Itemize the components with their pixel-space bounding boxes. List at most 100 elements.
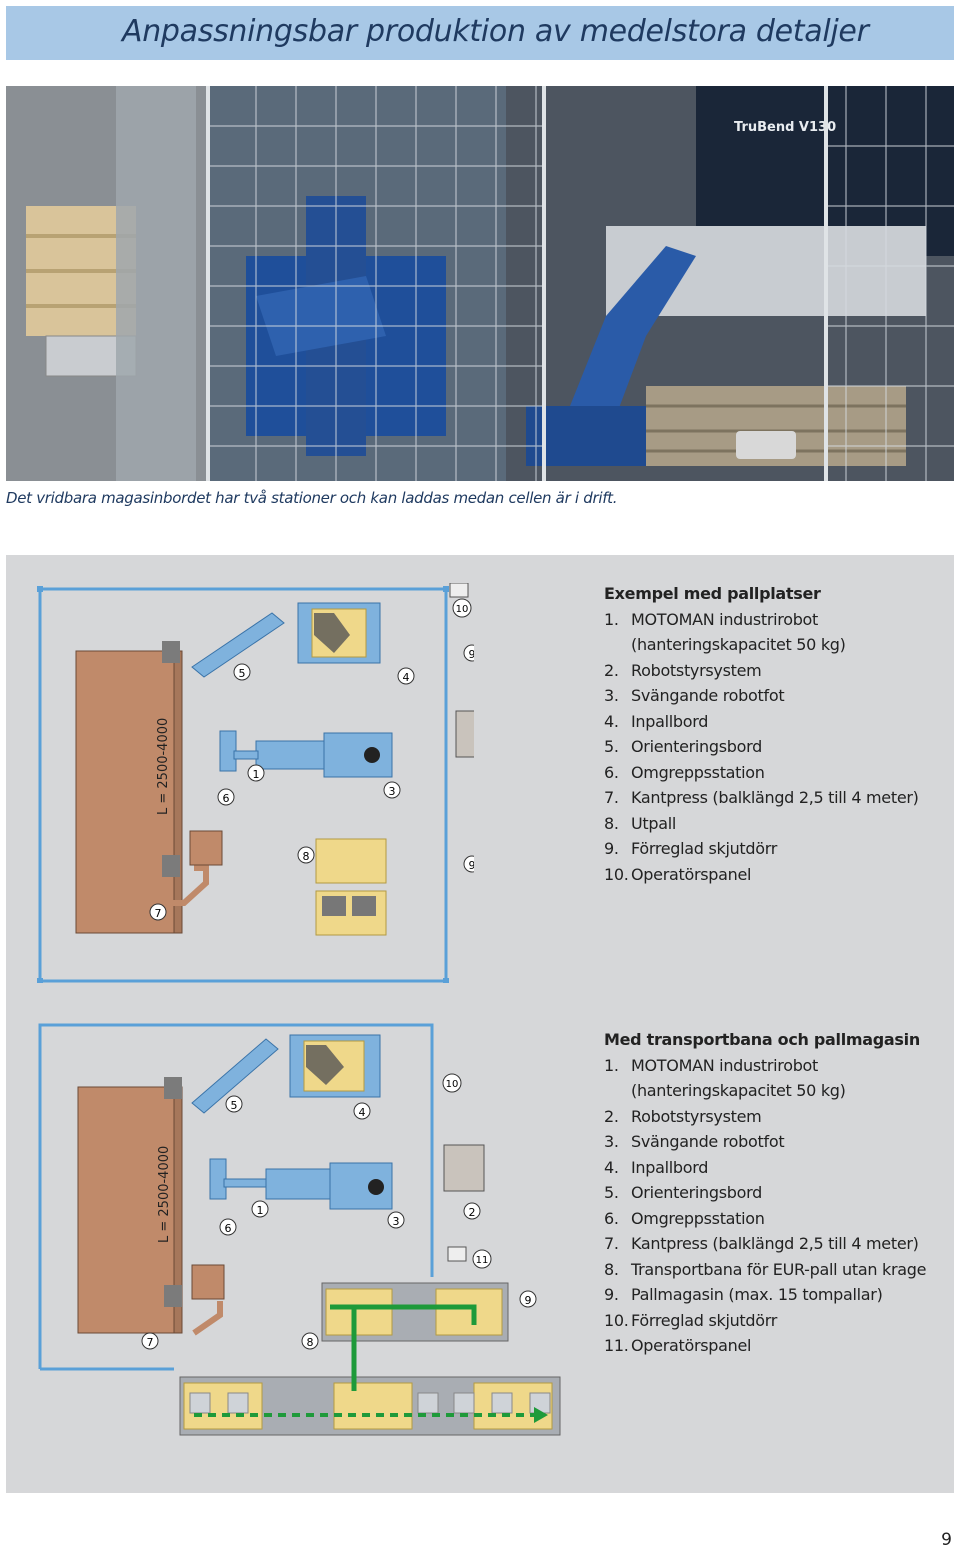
svg-text:7: 7 [155,907,162,920]
svg-text:4: 4 [359,1106,366,1119]
list-item: 7.Kantpress (balklängd 2,5 till 4 meter) [604,1234,919,1253]
layout2-list: 1.MOTOMAN industrirobot (hanteringskapac… [604,1053,926,1359]
list-item: 10.Förreglad skjutdörr [604,1310,778,1330]
list-item: 6.Omgreppsstation [604,762,765,782]
svg-text:3: 3 [389,785,396,798]
operator-panel [447,1246,467,1262]
svg-text:11: 11 [476,1255,489,1266]
unloading-pallets [315,838,387,936]
svg-text:6: 6 [223,792,230,805]
svg-text:8: 8 [303,850,310,863]
marker-3: 3 [387,1211,405,1229]
orientation-table [191,1038,279,1114]
dimension-label: L = 2500-4000 [156,718,171,815]
machine-label: TruBend V130 [734,120,836,135]
layout1-legend: Exempel med pallplatser 1.MOTOMAN indust… [604,581,919,887]
list-item: 1.MOTOMAN industrirobot [604,609,819,629]
robot [219,730,393,778]
orientation-table [191,612,285,678]
marker-11: 11 [472,1249,492,1269]
list-item: 6.Omgreppsstation [604,1208,765,1228]
svg-text:10: 10 [446,1079,459,1090]
list-item: 9.Pallmagasin (max. 15 tompallar) [604,1285,883,1304]
marker-7: 7 [141,1332,159,1350]
marker-9: 9 [519,1290,537,1308]
safety-fence [37,586,449,983]
flow-arrow [194,1304,548,1423]
marker-9-top: 9 [463,644,475,662]
svg-text:5: 5 [239,667,246,680]
marker-8: 8 [297,846,315,864]
list-item: 7.Kantpress (balklängd 2,5 till 4 meter) [604,788,919,807]
layout1-list: 1.MOTOMAN industrirobot (hanteringskapac… [604,607,919,888]
list-item: 2.Robotstyrsystem [604,660,762,680]
list-item: 5.Orienteringsbord [604,1183,762,1202]
svg-text:8: 8 [307,1336,314,1349]
marker-5: 5 [233,663,251,681]
dimension-label: L = 2500-4000 [157,1146,172,1243]
list-item: 8.Transportbana för EUR-pall utan krage [604,1259,927,1279]
svg-text:1: 1 [257,1204,264,1217]
loading-pallet-table [289,1034,381,1098]
list-item: 8.Utpall [604,813,677,833]
safety-fence [38,1023,434,1371]
list-item: 1.MOTOMAN industrirobot [604,1055,819,1075]
list-item: 3.Svängande robotfot [604,686,785,705]
svg-text:9: 9 [469,648,475,661]
layout2-heading: Med transportbana och pallmagasin [604,1030,920,1049]
list-item: 4.Inpallbord [604,711,709,731]
marker-3: 3 [383,781,401,799]
pallet-conveyor [179,1282,561,1436]
marker-5: 5 [225,1095,243,1113]
marker-1: 1 [247,764,265,782]
marker-4: 4 [397,667,415,685]
marker-6: 6 [219,1218,237,1236]
robot-cell-photo: TruBend V130 [6,86,954,481]
layout1-markers: 1 2 3 4 5 6 7 8 9 9 10 [149,598,475,921]
marker-9-bottom: 9 [463,855,475,873]
loading-pallet-table [297,602,381,664]
svg-text:1: 1 [253,768,260,781]
svg-text:5: 5 [231,1099,238,1112]
layout-panel: L = 2500-4000 1 2 [6,555,954,1493]
photo-illustration: TruBend V130 [6,86,954,481]
list-item-sub: (hanteringskapacitet 50 kg) [631,635,846,654]
marker-6: 6 [217,788,235,806]
list-item-sub: (hanteringskapacitet 50 kg) [631,1081,846,1100]
page-number: 9 [941,1530,952,1550]
marker-4: 4 [353,1102,371,1120]
list-item: 5.Orienteringsbord [604,737,762,756]
press-brake [77,1077,225,1336]
svg-text:2: 2 [469,1206,476,1219]
list-item: 4.Inpallbord [604,1157,709,1177]
layout1-floor-plan: L = 2500-4000 1 2 [37,583,475,983]
photo-caption: Det vridbara magasinbordet har två stati… [6,489,618,507]
svg-text:4: 4 [403,671,410,684]
svg-text:10: 10 [456,604,469,615]
layout2-floor-plan: L = 2500-4000 [38,1023,561,1436]
svg-text:9: 9 [469,859,475,872]
list-item: 10.Operatörspanel [604,864,752,884]
press-brake [75,641,223,934]
robot-controller [443,1144,485,1192]
page-header: Anpassningsbar produktion av medelstora … [6,6,954,60]
marker-7: 7 [149,903,167,921]
robot-controller [455,710,474,758]
marker-2: 2 [463,1202,481,1220]
svg-text:7: 7 [147,1336,154,1349]
svg-text:9: 9 [525,1294,532,1307]
list-item: 11.Operatörspanel [604,1336,752,1355]
marker-10: 10 [452,598,472,618]
robot [209,1158,393,1210]
list-item: 3.Svängande robotfot [604,1132,785,1151]
layout2-legend: Med transportbana och pallmagasin 1.MOTO… [604,1027,926,1359]
marker-10: 10 [442,1073,462,1093]
svg-text:6: 6 [225,1222,232,1235]
operator-panel [449,583,469,598]
marker-1: 1 [251,1200,269,1218]
layout2-markers: 1 2 3 4 5 6 7 8 9 10 11 [141,1073,537,1350]
svg-text:3: 3 [393,1215,400,1228]
page-title: Anpassningsbar produktion av medelstora … [122,14,869,49]
list-item: 9.Förreglad skjutdörr [604,839,778,858]
layout1-heading: Exempel med pallplatser [604,584,821,603]
